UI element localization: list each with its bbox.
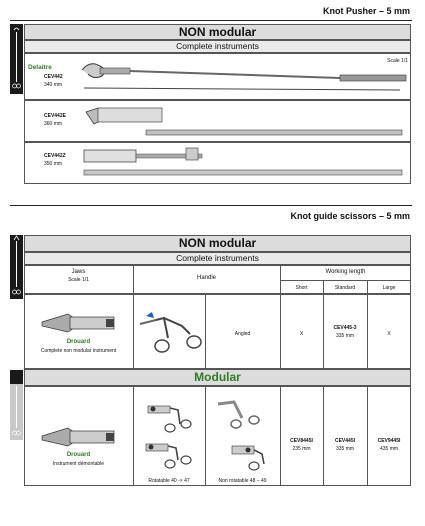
knot-pusher-icon xyxy=(12,27,21,89)
knot-pusher-instrument-3 xyxy=(83,147,403,176)
large-header: Large xyxy=(382,285,396,291)
item-row-2 xyxy=(24,100,411,142)
short-value: X xyxy=(299,331,304,337)
rotatable-label: Rotatable 40 -> 47 xyxy=(148,478,190,484)
product-length: 340 mm xyxy=(44,82,63,88)
section1-sidebar xyxy=(10,24,23,94)
section2-title: Knot guide scissors – 5 mm xyxy=(290,211,410,221)
section2-rule xyxy=(10,205,412,206)
short-header: Short xyxy=(295,285,308,291)
non-rotatable-handles-image xyxy=(217,400,265,471)
working-length-header: Working length xyxy=(325,269,366,275)
section2-sidebar-modular xyxy=(10,384,23,440)
modular-band: Modular xyxy=(24,369,411,386)
non-rotatable-label: Non rotatable 48 – 49 xyxy=(218,478,267,484)
handle-header: Handle xyxy=(196,275,216,281)
section1-band: NON modular xyxy=(24,24,411,40)
col-divider xyxy=(205,386,206,486)
scissors-jaw-image xyxy=(41,427,115,447)
table-row-modular xyxy=(24,386,411,486)
section1-title: Knot Pusher – 5 mm xyxy=(322,6,410,16)
col-divider xyxy=(280,265,281,369)
section2-sidebar-dark xyxy=(10,370,23,384)
scissors-icon xyxy=(12,235,21,295)
short-length: 235 mm xyxy=(292,446,311,452)
col-divider xyxy=(367,386,368,486)
col-divider xyxy=(323,280,324,369)
brand-label: Drouard xyxy=(66,339,91,345)
section1-rule xyxy=(10,20,412,21)
col-divider xyxy=(205,294,206,369)
large-code: CEV9445I xyxy=(377,438,401,444)
scale-label: Scale 1/1 xyxy=(387,58,408,64)
product-code: CEV442E xyxy=(44,113,66,119)
large-value: X xyxy=(387,331,391,337)
angled-handle-image xyxy=(139,312,202,353)
jaws-scale: Scale 1/1 xyxy=(68,277,89,283)
item-row-3 xyxy=(24,142,411,184)
standard-length: 335 mm xyxy=(335,333,355,339)
scissors-icon xyxy=(12,386,21,436)
standard-header: Standard xyxy=(334,285,356,291)
scissors-jaw-image xyxy=(41,313,115,333)
col-divider xyxy=(367,280,368,369)
large-length: 435 mm xyxy=(379,446,399,452)
col-divider xyxy=(133,265,134,369)
short-code: CEV8445I xyxy=(290,438,313,444)
col-divider xyxy=(323,386,324,486)
product-length: 360 mm xyxy=(44,121,63,127)
section2-sidebar xyxy=(10,235,23,299)
section2-band: NON modular xyxy=(24,235,411,252)
instrument-description: Complete non modular instrument xyxy=(40,348,117,354)
instrument-description: Instrument démontable xyxy=(52,461,105,467)
knot-pusher-instrument-2 xyxy=(85,107,403,136)
brand-label: Drouard xyxy=(66,452,91,458)
standard-code: CEV445I xyxy=(334,438,355,444)
brand-label: Delaitre xyxy=(28,64,52,71)
jaws-header: Jaws xyxy=(71,269,86,275)
col-divider xyxy=(280,386,281,486)
rotatable-handles-image xyxy=(145,405,192,469)
product-code: CEV442Z xyxy=(44,153,66,159)
row-divider xyxy=(280,280,411,281)
section2-subheader: Complete instruments xyxy=(24,252,411,265)
standard-code: CEV445-3 xyxy=(333,325,357,331)
col-divider xyxy=(133,386,134,486)
standard-length: 335 mm xyxy=(335,446,355,452)
product-length: 350 mm xyxy=(44,161,63,167)
item-row-1 xyxy=(24,53,411,100)
knot-pusher-instrument-1 xyxy=(81,63,407,91)
table-header-row xyxy=(24,265,411,294)
handle-type: Angled xyxy=(234,331,251,337)
product-code: CEV442 xyxy=(44,74,63,80)
section1-subheader: Complete instruments xyxy=(24,40,411,53)
table-row-non-modular xyxy=(24,294,411,369)
